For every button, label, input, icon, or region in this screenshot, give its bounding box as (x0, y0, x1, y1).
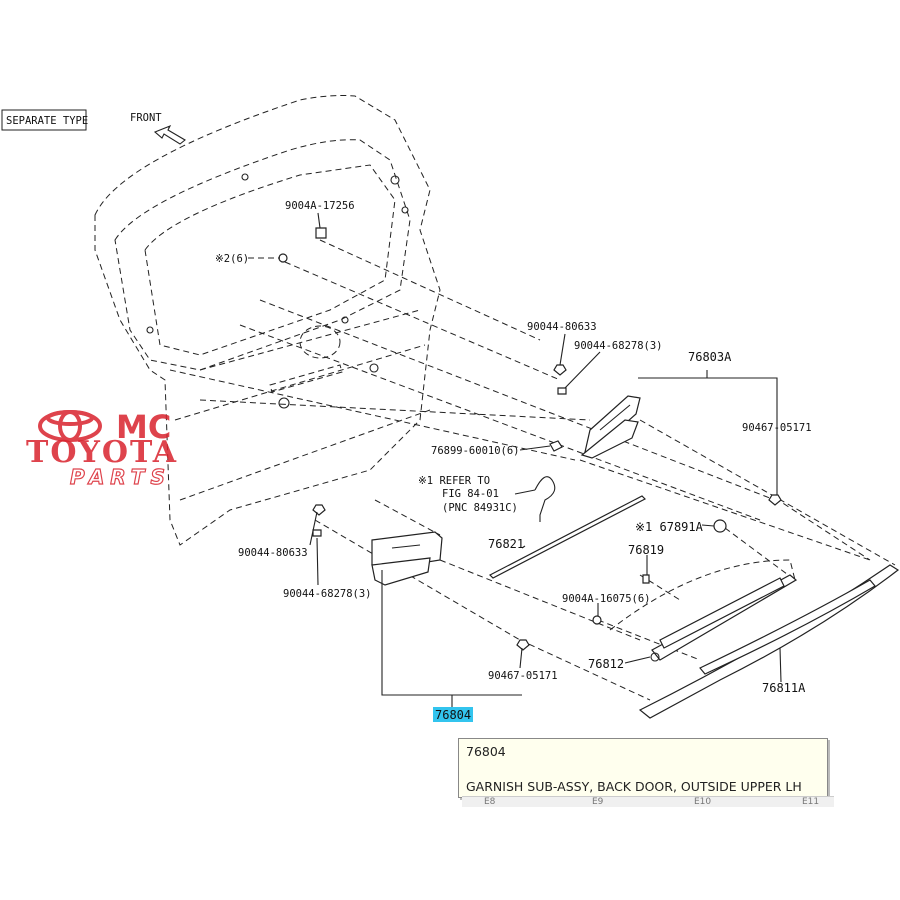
callout-76812[interactable]: 76812 (588, 657, 624, 671)
front-label: FRONT (130, 112, 162, 124)
watermark-toyota: TOYOTA (26, 435, 178, 470)
strip-76821[interactable] (488, 495, 647, 579)
tooltip-part-description: GARNISH SUB-ASSY, BACK DOOR, OUTSIDE UPP… (466, 779, 802, 794)
garnish-76811a[interactable] (638, 564, 900, 719)
toyota-watermark-logo: MC TOYOTA PARTS (26, 408, 178, 488)
callout-leaders (248, 212, 782, 708)
callout-90044-80633-upper[interactable]: 90044-80633 (527, 321, 597, 333)
separate-type-label: SEPARATE TYPE (6, 115, 88, 127)
callout-pnc-84931c: (PNC 84931C) (442, 502, 518, 514)
callout-76819[interactable]: 76819 (628, 543, 664, 557)
tab-e9[interactable]: E9 (592, 797, 604, 807)
callout-76811a[interactable]: 76811A (762, 681, 806, 695)
tab-e10[interactable]: E10 (694, 797, 712, 807)
separate-type-box (1, 109, 87, 131)
harness-connector (534, 476, 556, 522)
garnish-76804[interactable] (371, 531, 443, 586)
callout-90467-05171-lower[interactable]: 90467-05171 (488, 670, 558, 682)
callout-76803a[interactable]: 76803A (688, 350, 732, 364)
callout-76899-60010[interactable]: 76899-60010(6) (431, 445, 520, 457)
selected-part-highlight[interactable] (433, 707, 473, 722)
back-door-outline (94, 95, 441, 546)
callout-90044-80633-lower[interactable]: 90044-80633 (238, 547, 308, 559)
tab-e8[interactable]: E8 (484, 797, 496, 807)
sheet-tabs: E8 E9 E10 E11 (462, 796, 834, 807)
callout-fig-84-01[interactable]: FIG 84-01 (442, 488, 499, 500)
callout-note-2[interactable]: ※2(6) (215, 253, 249, 265)
part-tooltip: 76804 GARNISH SUB-ASSY, BACK DOOR, OUTSI… (458, 738, 828, 798)
callout-9004a-16075[interactable]: 9004A-16075(6) (562, 593, 651, 605)
callout-90044-68278-lower[interactable]: 90044-68278(3) (283, 588, 372, 600)
watermark-parts: PARTS (70, 465, 171, 488)
assembly-leader-lines (169, 239, 896, 701)
light-assembly-76812[interactable] (609, 559, 798, 662)
callout-labels: 9004A-17256 ※2(6) 90044-80633 90044-6827… (215, 200, 812, 695)
callout-90467-05171-upper[interactable]: 90467-05171 (742, 422, 812, 434)
callout-90044-68278-upper[interactable]: 90044-68278(3) (574, 340, 663, 352)
tooltip-part-code: 76804 (466, 744, 506, 759)
callout-refer-to: ※1 REFER TO (418, 475, 490, 487)
watermark-mc: MC (116, 408, 171, 446)
callout-67891a[interactable]: ※1 67891A (635, 520, 704, 534)
callout-9004a-17256[interactable]: 9004A-17256 (285, 200, 355, 212)
callout-76821[interactable]: 76821 (488, 537, 524, 551)
front-arrow-icon (153, 124, 186, 145)
tab-e11[interactable]: E11 (802, 797, 820, 807)
garnish-76803a[interactable] (580, 395, 641, 459)
